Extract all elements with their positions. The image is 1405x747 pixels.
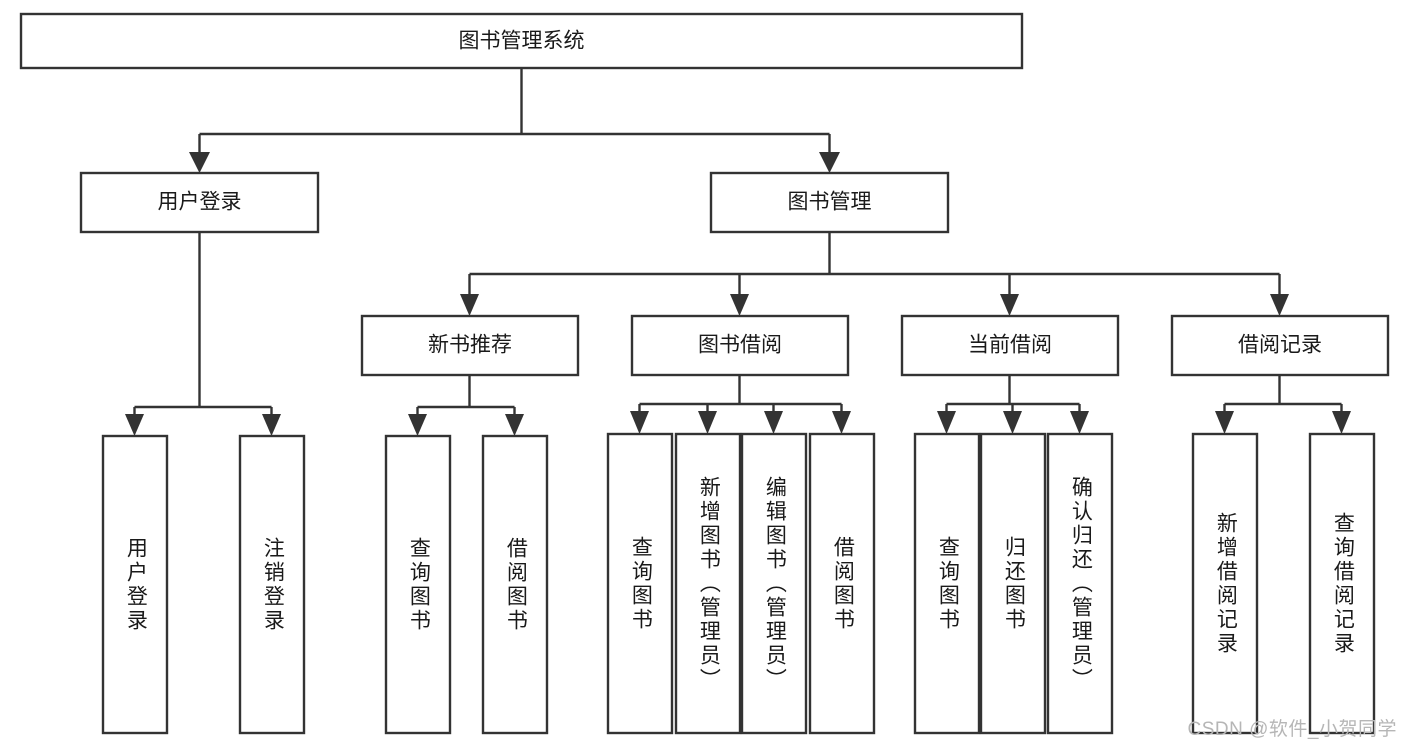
arrowhead-leaf-confirm-return xyxy=(1070,411,1089,434)
node-user-login-label: 用户登录 xyxy=(158,191,242,214)
node-leaf-query-book-1[interactable] xyxy=(384,434,452,735)
edges-layer xyxy=(125,68,1351,436)
node-leaf-user-logout[interactable] xyxy=(238,434,306,735)
node-new-book-recommend-label: 新书推荐 xyxy=(428,334,512,357)
node-leaf-user-login[interactable] xyxy=(101,434,169,735)
node-root-label: 图书管理系统 xyxy=(459,30,585,53)
arrowhead-leaf-user-login xyxy=(125,414,144,436)
node-leaf-confirm-return[interactable] xyxy=(1046,432,1114,735)
node-leaf-query-book-3[interactable] xyxy=(913,432,981,735)
arrowhead-leaf-edit-book xyxy=(764,411,783,434)
arrowhead-leaf-add-record xyxy=(1215,411,1234,434)
arrowhead-borrow-record xyxy=(1270,294,1289,316)
arrowhead-book-borrow xyxy=(730,294,749,316)
node-book-borrow-label: 图书借阅 xyxy=(698,334,782,357)
arrowhead-book-manage xyxy=(819,152,840,173)
arrowhead-current-borrow xyxy=(1000,294,1019,316)
node-leaf-borrow-book-2[interactable] xyxy=(808,432,876,735)
node-leaf-edit-book[interactable] xyxy=(740,432,808,735)
node-current-borrow[interactable] xyxy=(900,314,1120,377)
node-leaf-add-record[interactable] xyxy=(1191,432,1259,735)
node-user-login[interactable] xyxy=(79,171,320,234)
node-leaf-borrow-book-1[interactable] xyxy=(481,434,549,735)
arrowhead-leaf-borrow-book-1 xyxy=(505,414,524,436)
node-leaf-return-book[interactable] xyxy=(979,432,1047,735)
node-borrow-record[interactable] xyxy=(1170,314,1390,377)
arrowhead-leaf-query-book-3 xyxy=(937,411,956,434)
arrowhead-leaf-query-book-2 xyxy=(630,411,649,434)
arrowhead-leaf-query-book-1 xyxy=(408,414,427,436)
arrowhead-leaf-add-book xyxy=(698,411,717,434)
arrowhead-leaf-return-book xyxy=(1003,411,1022,434)
arrowhead-leaf-query-record xyxy=(1332,411,1351,434)
node-borrow-record-label: 借阅记录 xyxy=(1238,334,1322,357)
node-new-book-recommend[interactable] xyxy=(360,314,580,377)
node-leaf-add-book[interactable] xyxy=(674,432,742,735)
arrowhead-user-login xyxy=(189,152,210,173)
node-current-borrow-label: 当前借阅 xyxy=(968,334,1052,357)
node-book-borrow[interactable] xyxy=(630,314,850,377)
node-book-manage[interactable] xyxy=(709,171,950,234)
arrowhead-new-book-recommend xyxy=(460,294,479,316)
node-leaf-query-record[interactable] xyxy=(1308,432,1376,735)
nodes-layer: 图书管理系统 用户登录 图书管理 新书推荐 图书借阅 当前借阅 借阅记录 xyxy=(19,12,1390,735)
watermark-text: CSDN @软件_小贺同学 xyxy=(1187,719,1397,740)
arrowhead-leaf-borrow-book-2 xyxy=(832,411,851,434)
node-book-manage-label: 图书管理 xyxy=(788,191,872,214)
node-root[interactable] xyxy=(19,12,1024,70)
node-leaf-query-book-2[interactable] xyxy=(606,432,674,735)
arrowhead-leaf-user-logout xyxy=(262,414,281,436)
